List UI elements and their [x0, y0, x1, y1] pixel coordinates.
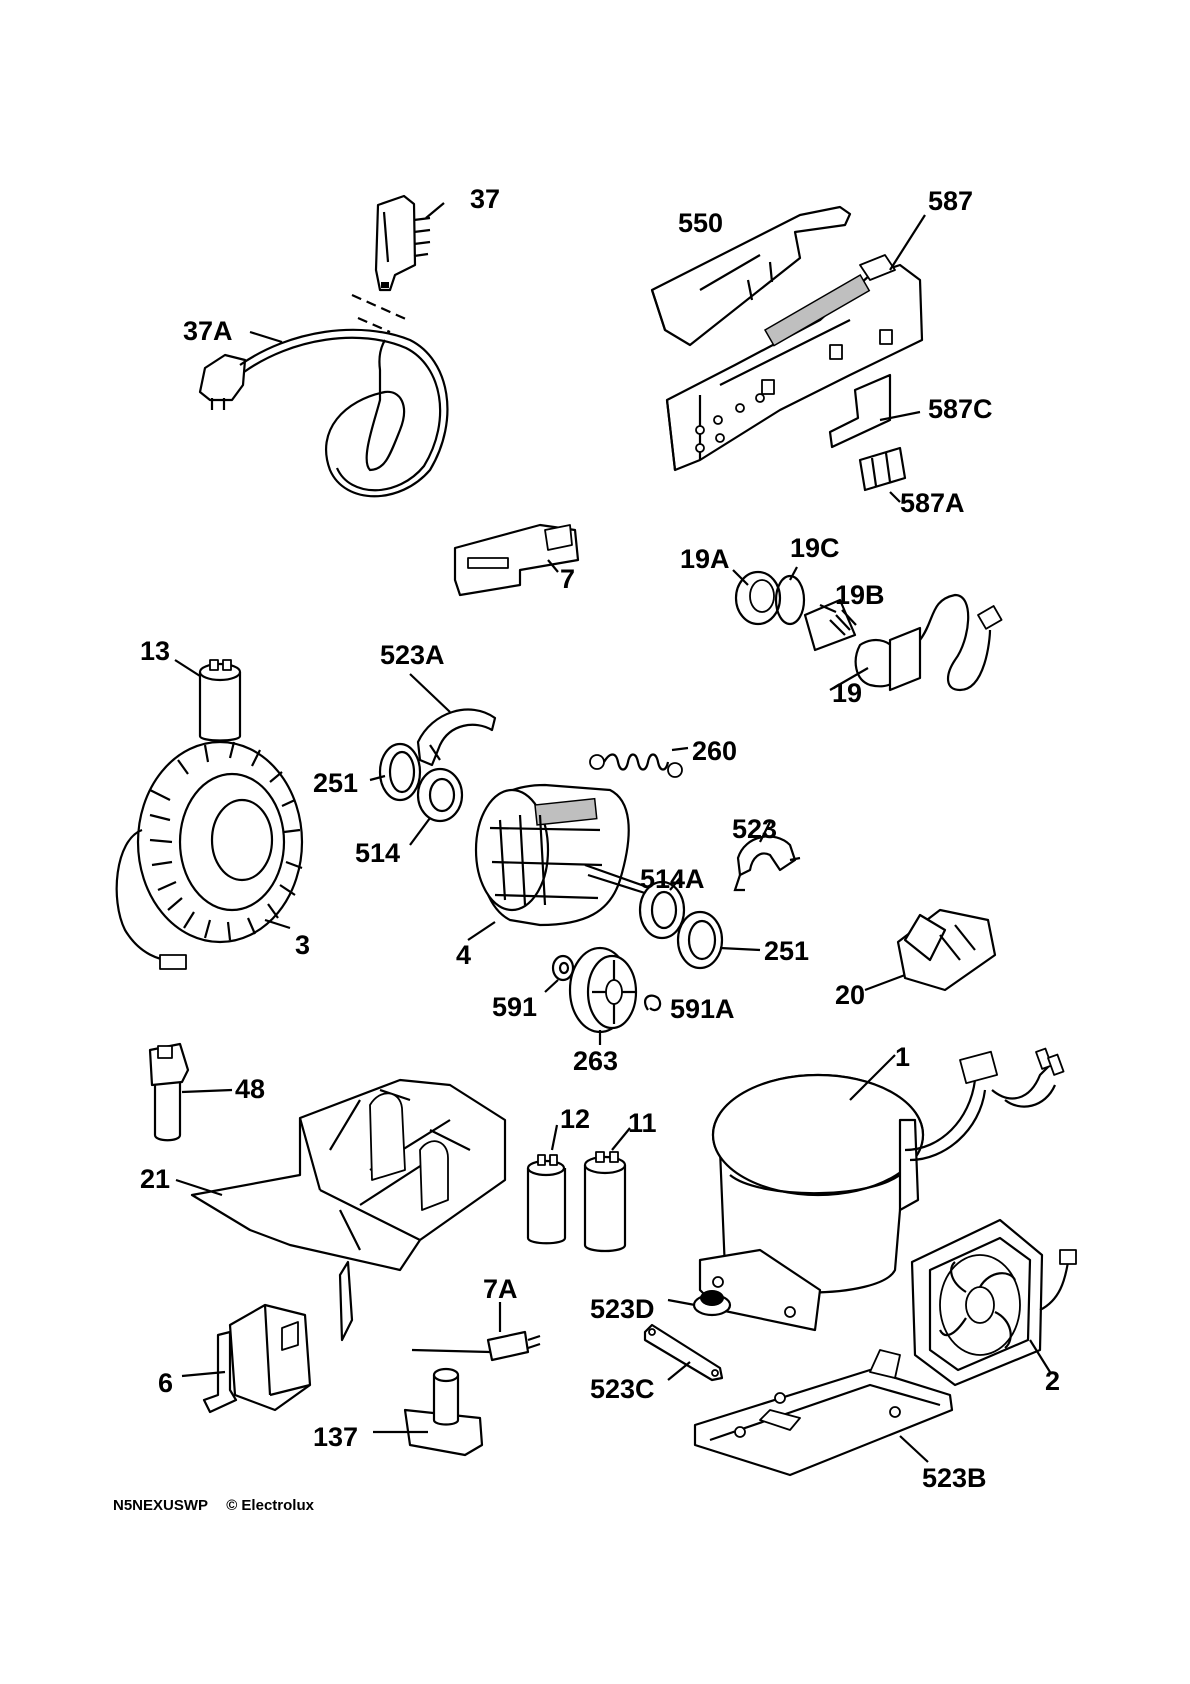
callout-251-left: 251: [313, 768, 358, 798]
callout-587A: 587A: [900, 488, 965, 518]
callout-523: 523: [732, 814, 777, 844]
callout-12: 12: [560, 1104, 590, 1134]
callout-37A: 37A: [183, 316, 233, 346]
part-137-chamber[interactable]: [403, 1367, 484, 1457]
callout-7A: 7A: [483, 1274, 518, 1304]
part-523B-base-plate[interactable]: [693, 1349, 954, 1477]
callout-591A: 591A: [670, 994, 735, 1024]
callout-7: 7: [560, 564, 575, 594]
part-514A-bush[interactable]: [638, 880, 686, 940]
part-7-door-lock[interactable]: [453, 523, 580, 597]
part-11-capacitor[interactable]: [583, 1151, 627, 1253]
callout-2: 2: [1045, 1366, 1060, 1396]
callout-20: 20: [835, 980, 865, 1010]
callout-19C: 19C: [790, 533, 840, 563]
callout-11: 11: [628, 1108, 657, 1138]
callout-21: 21: [140, 1164, 170, 1194]
callout-523C: 523C: [590, 1374, 655, 1404]
part-587C-bracket[interactable]: [828, 373, 892, 449]
part-2-cooling-fan[interactable]: [910, 1218, 1077, 1387]
callout-19: 19: [832, 678, 862, 708]
part-514-bush[interactable]: [416, 767, 464, 823]
callout-37: 37: [470, 184, 500, 214]
callout-260: 260: [692, 736, 737, 766]
callout-514: 514: [355, 838, 400, 868]
part-48-sensor[interactable]: [148, 1042, 190, 1142]
callout-48: 48: [235, 1074, 265, 1104]
part-19B-spring[interactable]: [803, 598, 857, 652]
callout-550: 550: [678, 208, 723, 238]
part-263-pulley[interactable]: [568, 946, 638, 1034]
callout-587C: 587C: [928, 394, 993, 424]
copyright-notice: © Electrolux: [226, 1497, 314, 1514]
callout-591: 591: [492, 992, 537, 1022]
part-523C-strap[interactable]: [643, 1323, 724, 1382]
part-591A-clip[interactable]: [643, 994, 662, 1012]
part-12-capacitor[interactable]: [526, 1154, 567, 1245]
part-4-motor[interactable]: [474, 783, 651, 927]
part-21-base-frame[interactable]: [190, 1078, 507, 1342]
callout-523A: 523A: [380, 640, 445, 670]
callout-523D: 523D: [590, 1294, 655, 1324]
part-6-valve[interactable]: [202, 1303, 312, 1414]
callout-labels: 37 37A 550 587 587C 587A 7 19A 19C 19B 1…: [140, 184, 1060, 1493]
part-251-bearing-right[interactable]: [676, 910, 724, 970]
part-591-washer[interactable]: [551, 954, 575, 982]
callout-4: 4: [456, 940, 471, 970]
callout-19B: 19B: [835, 580, 885, 610]
callout-587: 587: [928, 186, 973, 216]
callout-1: 1: [895, 1042, 910, 1072]
diagram-footer: N5NEXUSWP © Electrolux: [113, 1497, 328, 1514]
part-550-cover[interactable]: [650, 205, 852, 347]
part-251-bearing-left[interactable]: [378, 742, 422, 802]
part-260-spring[interactable]: [589, 753, 683, 778]
callout-514A: 514A: [640, 864, 705, 894]
callout-19A: 19A: [680, 544, 730, 574]
part-587A-connector[interactable]: [858, 446, 907, 492]
part-19-ntc-sensor[interactable]: [854, 593, 1003, 692]
part-523A-bracket[interactable]: [416, 708, 497, 767]
model-code: N5NEXUSWP: [113, 1497, 209, 1514]
callout-6: 6: [158, 1368, 173, 1398]
part-19C-o-ring[interactable]: [774, 574, 806, 626]
callout-263: 263: [573, 1046, 618, 1076]
part-523-bracket[interactable]: [733, 835, 801, 892]
part-20-switch[interactable]: [896, 908, 997, 992]
part-37A-power-cord[interactable]: [198, 328, 449, 498]
part-587-control-board[interactable]: [665, 254, 924, 472]
part-13-capacitor[interactable]: [198, 659, 242, 742]
part-37-terminal-block[interactable]: [374, 194, 431, 292]
callout-137: 137: [313, 1422, 358, 1452]
part-3-fan-wheel[interactable]: [115, 740, 304, 970]
callout-523B: 523B: [922, 1463, 987, 1493]
part-7A-microswitch[interactable]: [411, 1330, 541, 1362]
callout-3: 3: [295, 930, 310, 960]
callout-251-right: 251: [764, 936, 809, 966]
part-1-compressor[interactable]: [698, 1047, 1065, 1332]
callout-13: 13: [140, 636, 170, 666]
